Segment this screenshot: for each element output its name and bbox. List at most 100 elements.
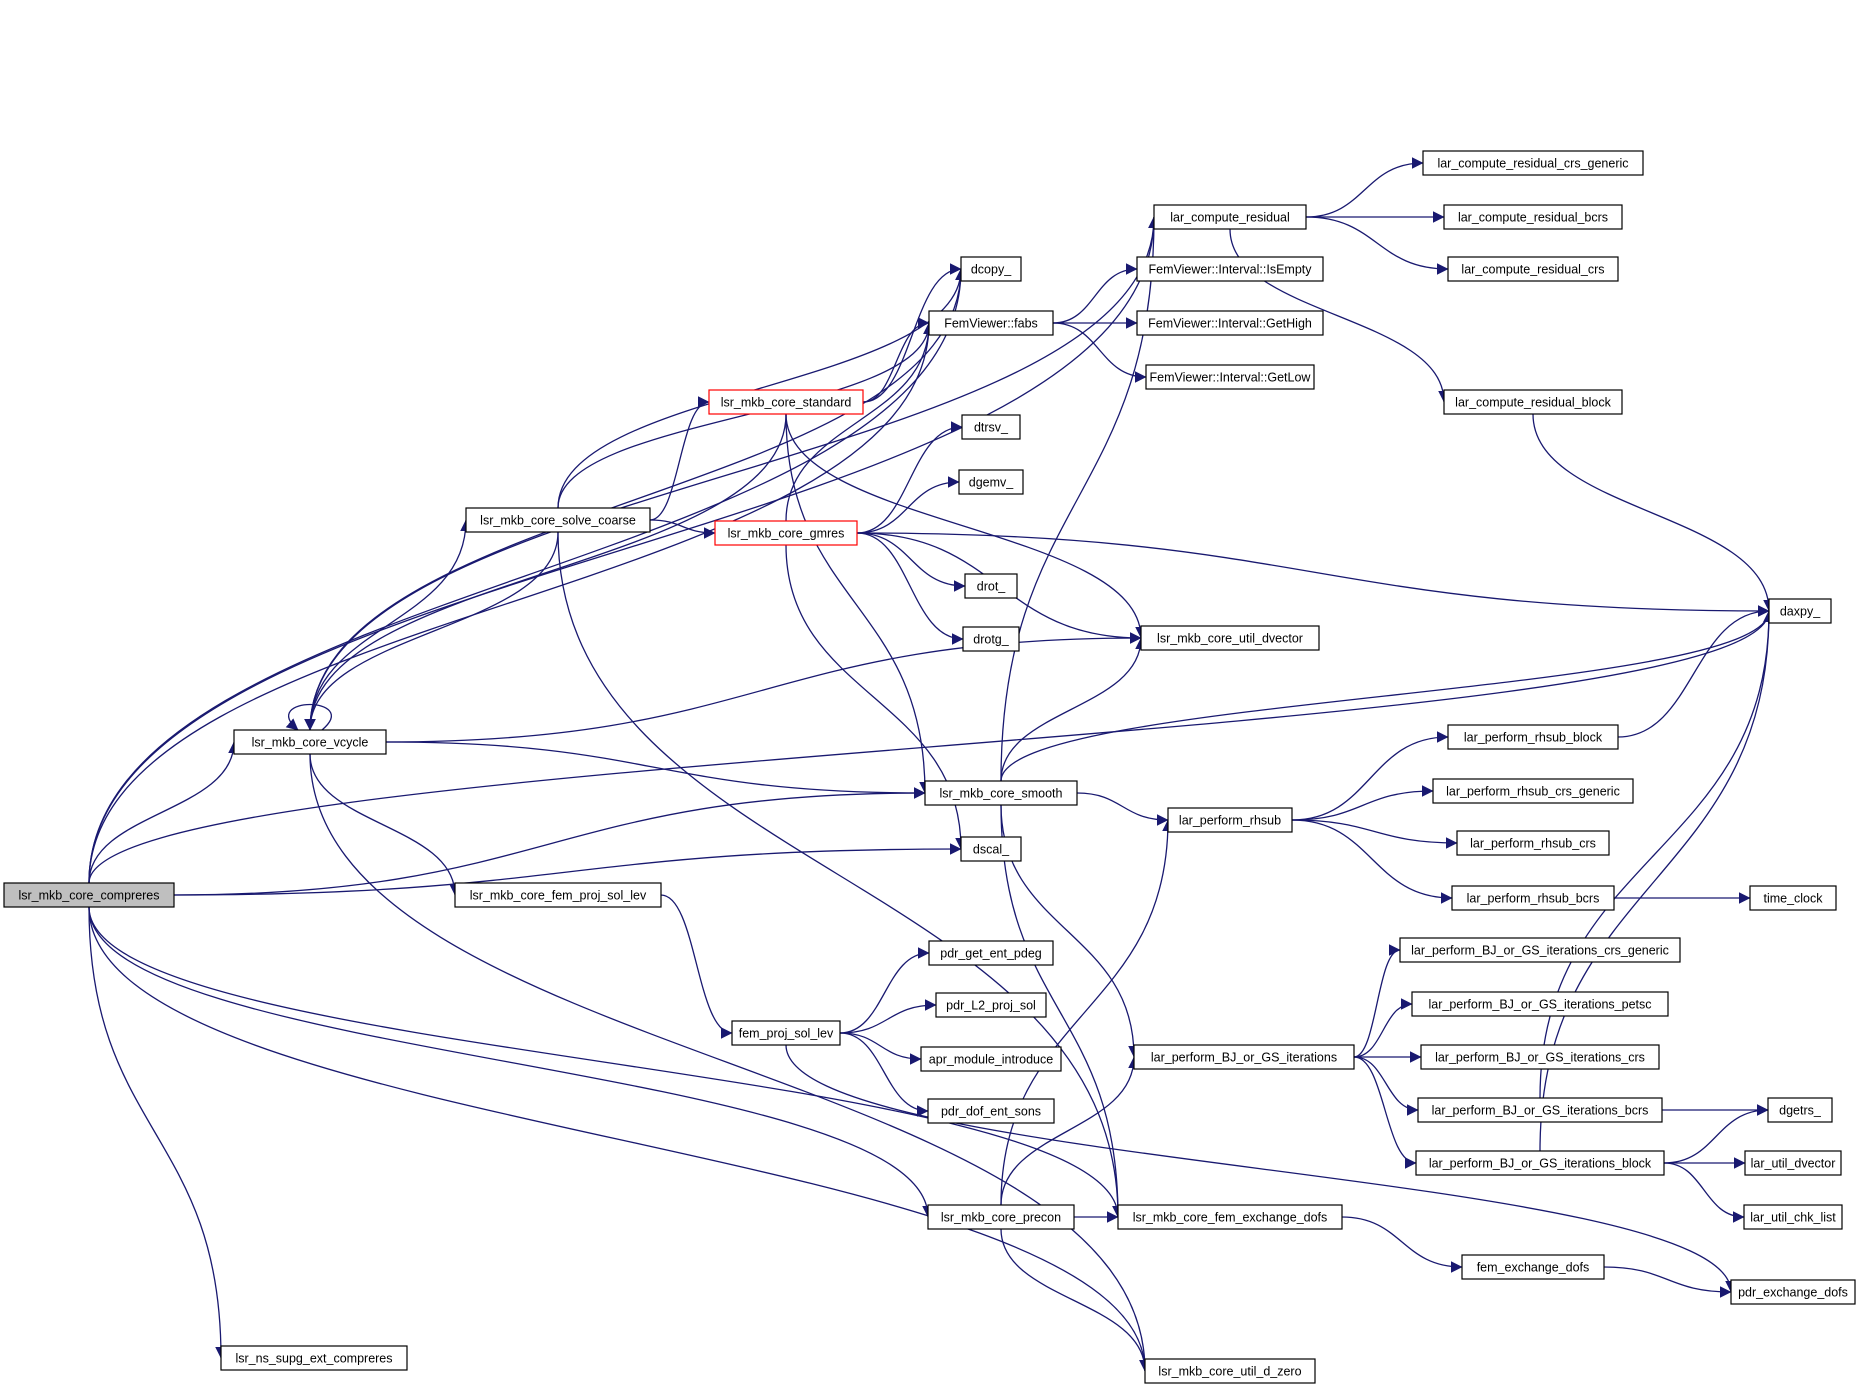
edge-vcycle-to-vcycle bbox=[285, 703, 332, 731]
node-root[interactable]: lsr_mkb_core_compreres bbox=[3, 882, 175, 908]
node-dcopy[interactable]: dcopy_ bbox=[960, 256, 1022, 282]
node-gmres[interactable]: lsr_mkb_core_gmres bbox=[714, 520, 858, 546]
node-dscal[interactable]: dscal_ bbox=[960, 836, 1022, 862]
edge-path bbox=[557, 322, 935, 509]
node-drotg[interactable]: drotg_ bbox=[962, 626, 1020, 652]
edge-path bbox=[285, 703, 332, 731]
node-rhsub-block[interactable]: lar_perform_rhsub_block bbox=[1447, 724, 1619, 750]
node-dzero[interactable]: lsr_mkb_core_util_d_zero bbox=[1144, 1358, 1316, 1384]
node-label: lsr_mkb_core_precon bbox=[941, 1211, 1061, 1225]
node-bj-crs-gen[interactable]: lar_perform_BJ_or_GS_iterations_crs_gene… bbox=[1399, 937, 1681, 963]
node-label: lsr_mkb_core_gmres bbox=[728, 527, 845, 541]
edge-fabs-to-isempty bbox=[1052, 263, 1138, 324]
node-fem-proj[interactable]: fem_proj_sol_lev bbox=[731, 1020, 841, 1046]
node-bj-bcrs[interactable]: lar_perform_BJ_or_GS_iterations_bcrs bbox=[1417, 1097, 1663, 1123]
node-gethigh[interactable]: FemViewer::Interval::GetHigh bbox=[1136, 310, 1324, 336]
node-daxpy[interactable]: daxpy_ bbox=[1768, 598, 1832, 624]
edge-fem_proj-to-pdr_l2 bbox=[839, 999, 937, 1034]
edge-path bbox=[1000, 610, 1775, 782]
edge-rhsub_block-to-daxpy bbox=[1617, 605, 1770, 738]
edge-path bbox=[1305, 216, 1449, 275]
node-smooth[interactable]: lsr_mkb_core_smooth bbox=[924, 780, 1078, 806]
node-box bbox=[928, 310, 1054, 336]
node-res-crs-gen[interactable]: lar_compute_residual_crs_generic bbox=[1422, 150, 1644, 176]
edge-vcycle-to-dzero bbox=[309, 753, 1151, 1372]
node-dtrsv[interactable]: dtrsv_ bbox=[961, 414, 1021, 440]
node-rhsub-bcrs[interactable]: lar_perform_rhsub_bcrs bbox=[1451, 885, 1615, 911]
node-fem-exch[interactable]: fem_exchange_dofs bbox=[1461, 1254, 1605, 1280]
node-bj-block[interactable]: lar_perform_BJ_or_GS_iterations_block bbox=[1415, 1150, 1665, 1176]
edge-path bbox=[1353, 1056, 1417, 1169]
edge-path bbox=[660, 894, 733, 1039]
node-box bbox=[708, 389, 864, 415]
edge-smooth-to-exch bbox=[1000, 804, 1124, 1218]
node-box bbox=[1443, 204, 1623, 230]
node-bj-crs[interactable]: lar_perform_BJ_or_GS_iterations_crs bbox=[1420, 1044, 1660, 1070]
node-res-block[interactable]: lar_compute_residual_block bbox=[1443, 389, 1623, 415]
node-label: lsr_mkb_core_util_d_zero bbox=[1158, 1365, 1301, 1379]
node-isempty[interactable]: FemViewer::Interval::IsEmpty bbox=[1136, 256, 1324, 282]
edge-root-to-ns bbox=[88, 906, 227, 1359]
node-apr[interactable]: apr_module_introduce bbox=[920, 1046, 1062, 1072]
node-box bbox=[1432, 778, 1634, 804]
node-exch[interactable]: lsr_mkb_core_fem_exchange_dofs bbox=[1117, 1204, 1343, 1230]
edge-path bbox=[88, 216, 1160, 884]
edge-path bbox=[785, 413, 931, 794]
edge-solve_coarse-to-fabs bbox=[557, 322, 935, 509]
edge-root-to-daxpy bbox=[88, 610, 1775, 884]
node-dvector[interactable]: lsr_mkb_core_util_dvector bbox=[1140, 625, 1320, 651]
edge-smooth-to-lar_res bbox=[1000, 216, 1160, 782]
node-bj-petsc[interactable]: lar_perform_BJ_or_GS_iterations_petsc bbox=[1411, 991, 1669, 1017]
node-rhsub[interactable]: lar_perform_rhsub bbox=[1167, 807, 1293, 833]
edge-standard-to-vcycle bbox=[304, 413, 787, 731]
node-box bbox=[1767, 1097, 1833, 1123]
node-lar-dvector[interactable]: lar_util_dvector bbox=[1744, 1150, 1842, 1176]
edge-path bbox=[1000, 1056, 1140, 1206]
node-rhsub-crs[interactable]: lar_perform_rhsub_crs bbox=[1456, 830, 1610, 856]
node-box bbox=[1447, 256, 1619, 282]
edge-vcycle-to-solve_coarse bbox=[309, 519, 472, 731]
edge-path bbox=[304, 413, 787, 731]
node-solve-coarse[interactable]: lsr_mkb_core_solve_coarse bbox=[465, 507, 651, 533]
node-box bbox=[1749, 885, 1837, 911]
node-label: FemViewer::Interval::GetHigh bbox=[1148, 317, 1312, 331]
node-pdr-get[interactable]: pdr_get_ent_pdeg bbox=[928, 940, 1054, 966]
node-box bbox=[1447, 724, 1619, 750]
node-vcycle[interactable]: lsr_mkb_core_vcycle bbox=[233, 729, 387, 755]
node-label: lar_perform_BJ_or_GS_iterations_block bbox=[1429, 1157, 1652, 1171]
node-time-clock[interactable]: time_clock bbox=[1749, 885, 1837, 911]
node-precon[interactable]: lsr_mkb_core_precon bbox=[927, 1204, 1075, 1230]
edge-path bbox=[1663, 1162, 1745, 1223]
node-box bbox=[731, 1020, 841, 1046]
node-rhsub-crs-gen[interactable]: lar_perform_rhsub_crs_generic bbox=[1432, 778, 1634, 804]
node-box bbox=[1117, 1204, 1343, 1230]
node-getlow[interactable]: FemViewer::Interval::GetLow bbox=[1145, 364, 1315, 390]
node-ns[interactable]: lsr_ns_supg_ext_compreres bbox=[220, 1345, 408, 1371]
node-pdr-dof[interactable]: pdr_dof_ent_sons bbox=[927, 1098, 1055, 1124]
edge-path bbox=[785, 1044, 1737, 1293]
edge-path bbox=[785, 413, 1147, 639]
node-fem-proj-lev[interactable]: lsr_mkb_core_fem_proj_sol_lev bbox=[454, 882, 662, 908]
edge-standard-to-fabs bbox=[862, 317, 930, 403]
node-label: lar_perform_BJ_or_GS_iterations_petsc bbox=[1428, 998, 1651, 1012]
node-box bbox=[960, 256, 1022, 282]
node-label: FemViewer::Interval::GetLow bbox=[1150, 371, 1312, 385]
node-label: pdr_exchange_dofs bbox=[1738, 1286, 1848, 1300]
node-res-crs[interactable]: lar_compute_residual_crs bbox=[1447, 256, 1619, 282]
node-dgetrs[interactable]: dgetrs_ bbox=[1767, 1097, 1833, 1123]
node-fabs[interactable]: FemViewer::fabs bbox=[928, 310, 1054, 336]
node-box bbox=[958, 469, 1024, 495]
edge-path bbox=[785, 322, 935, 522]
node-standard[interactable]: lsr_mkb_core_standard bbox=[708, 389, 864, 415]
node-pdr-exch[interactable]: pdr_exchange_dofs bbox=[1730, 1279, 1856, 1305]
node-lar-res[interactable]: lar_compute_residual bbox=[1153, 204, 1307, 230]
edge-gmres-to-fabs bbox=[785, 322, 935, 522]
node-bj[interactable]: lar_perform_BJ_or_GS_iterations bbox=[1133, 1044, 1355, 1070]
node-dgemv[interactable]: dgemv_ bbox=[958, 469, 1024, 495]
node-drot[interactable]: drot_ bbox=[964, 573, 1018, 599]
node-label: drot_ bbox=[977, 580, 1007, 594]
edge-vcycle-to-lar_res bbox=[309, 216, 1160, 731]
node-pdr-l2[interactable]: pdr_L2_proj_sol bbox=[935, 992, 1047, 1018]
node-res-bcrs[interactable]: lar_compute_residual_bcrs bbox=[1443, 204, 1623, 230]
node-chk-list[interactable]: lar_util_chk_list bbox=[1743, 1204, 1843, 1230]
